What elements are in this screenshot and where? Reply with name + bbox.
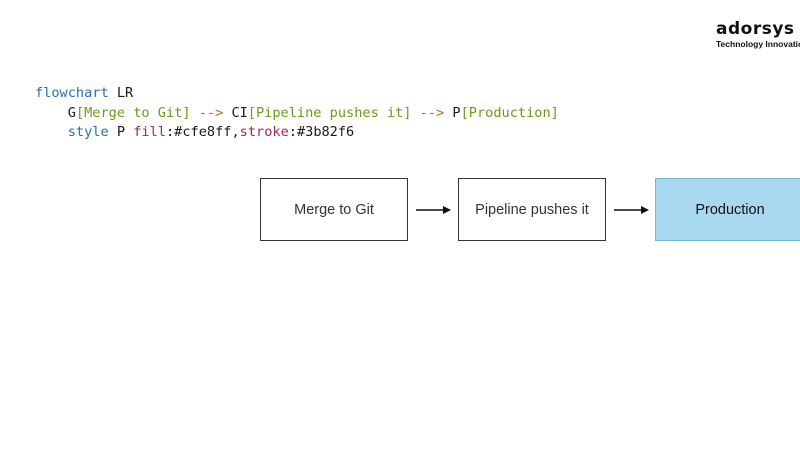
code-direction: LR — [108, 85, 134, 101]
code-node-label-g: [Merge to Git] — [75, 104, 191, 121]
code-keyword-style: style — [67, 124, 109, 140]
flowchart-node-merge-to-git: Merge to Git — [260, 178, 408, 241]
mermaid-code-block: flowchart LR G[Merge to Git] --> CI[Pipe… — [35, 84, 559, 143]
flowchart-node-production: Production — [655, 178, 800, 241]
brand-name: adorsys — [716, 19, 795, 39]
code-node-label-ci: [Pipeline pushes it] — [247, 104, 412, 121]
flowchart-edge-g-to-ci — [416, 206, 451, 214]
code-line-2: G[Merge to Git] --> CI[Pipeline pushes i… — [35, 104, 559, 124]
code-node-id-ci: CI — [231, 104, 248, 121]
code-stroke-key: stroke — [239, 124, 289, 140]
code-indent — [35, 124, 68, 140]
code-node-id-g: G — [67, 104, 76, 121]
code-fill-key: fill — [133, 124, 166, 140]
code-indent — [35, 105, 68, 121]
flowchart-edge-ci-to-p — [614, 206, 649, 214]
flowchart-node-pipeline-pushes-it: Pipeline pushes it — [458, 178, 606, 241]
code-keyword-flowchart: flowchart — [35, 85, 109, 101]
brand-tagline: Technology Innovation — [716, 39, 800, 49]
code-node-label-p: [Production] — [460, 104, 559, 121]
code-line-3: style P fill:#cfe8ff,stroke:#3b82f6 — [35, 123, 559, 143]
code-arrow-2: --> — [411, 104, 453, 121]
code-style-target: P — [108, 124, 134, 140]
code-stroke-value: :#3b82f6 — [288, 124, 355, 140]
brand-logo: adorsys Technology Innovation — [716, 20, 800, 49]
code-arrow-1: --> — [190, 104, 232, 121]
code-fill-value: :#cfe8ff, — [165, 124, 240, 140]
code-line-1: flowchart LR — [35, 84, 559, 104]
code-node-id-p: P — [452, 104, 461, 121]
